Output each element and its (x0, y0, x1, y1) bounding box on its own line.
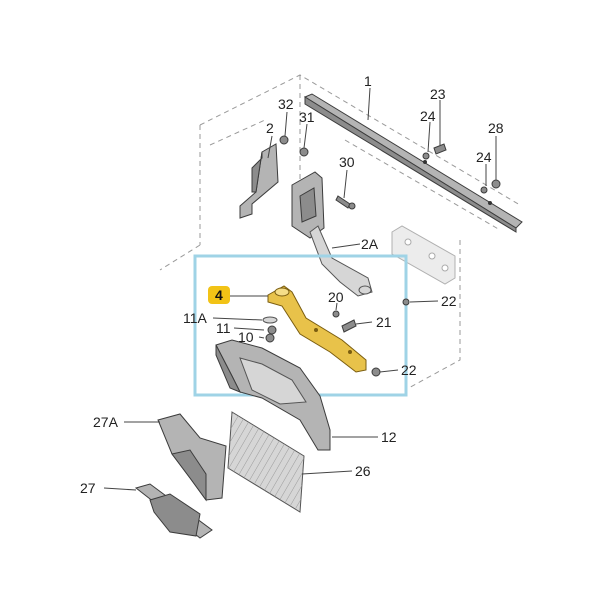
callout-labels: 1 2 32 31 30 23 24 28 24 2A 4 11A 11 10 … (80, 73, 504, 496)
callout-11: 11 (216, 320, 231, 336)
callout-20: 20 (328, 289, 344, 305)
callout-31: 31 (299, 109, 315, 125)
callout-2a: 2A (361, 236, 379, 252)
callout-22-upper: 22 (441, 293, 457, 309)
callout-10: 10 (238, 329, 254, 345)
callout-27a: 27A (93, 414, 119, 430)
callout-22-lower: 22 (401, 362, 417, 378)
callout-30: 30 (339, 154, 355, 170)
callout-2: 2 (266, 120, 274, 136)
part-bracket-2 (239, 143, 279, 219)
part-mount-plate (391, 225, 456, 285)
part-bracket-27a (157, 413, 227, 502)
callout-4: 4 (215, 287, 223, 303)
part-bracket-2a (291, 171, 373, 297)
leader-lines (103, 87, 497, 491)
part-liner (215, 339, 331, 451)
highlight-badge (208, 286, 230, 304)
callout-12: 12 (381, 429, 397, 445)
callout-11a: 11A (183, 310, 208, 326)
fasteners (262, 135, 501, 377)
callout-24-top: 24 (420, 108, 436, 124)
callout-26: 26 (355, 463, 371, 479)
callout-27: 27 (80, 480, 96, 496)
callout-28: 28 (488, 120, 504, 136)
callout-24-right: 24 (476, 149, 492, 165)
callout-32: 32 (278, 96, 294, 112)
part-bracket-27 (134, 483, 213, 539)
part-crossmember-highlighted (267, 285, 367, 373)
callout-21: 21 (376, 314, 392, 330)
callout-1: 1 (364, 73, 372, 89)
part-mud-flap (227, 411, 305, 513)
background-frame (159, 74, 521, 391)
callout-23: 23 (430, 86, 446, 102)
part-rail (303, 93, 523, 233)
